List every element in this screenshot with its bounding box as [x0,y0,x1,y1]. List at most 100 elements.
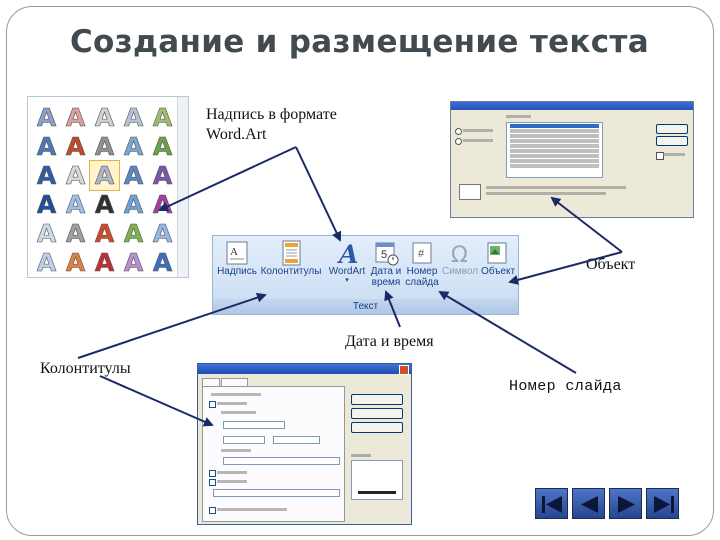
wordart-style-item[interactable]: A [123,103,144,133]
omega-icon: Ω [447,240,473,268]
header-footer-button[interactable]: Колонтитулы [259,240,323,277]
create-new-radio[interactable] [455,128,462,135]
ok-button[interactable] [656,124,688,134]
wordart-button[interactable]: A WordArt ▾ [325,240,369,285]
wordart-style-item[interactable]: A [36,161,57,191]
wordart-icon: A [334,240,360,269]
previous-slide-button[interactable] [572,488,605,519]
object-button[interactable]: Объект [479,240,517,277]
wordart-style-item[interactable]: A [94,103,115,133]
previous-slide-icon [581,496,598,513]
tab-notes[interactable] [221,378,249,387]
preview-box [351,460,403,500]
arrow-to-datetime-button [384,290,401,328]
wordart-style-item[interactable]: A [152,219,173,249]
dropdown-arrow-icon[interactable]: ▾ [345,277,349,284]
object-icon [485,240,511,266]
cancel-button[interactable] [656,136,688,146]
wordart-style-item[interactable]: A [94,219,115,249]
calendar-icon: 5 [373,240,399,266]
footer-checkbox[interactable] [209,479,216,486]
wordart-style-item[interactable]: A [36,190,57,220]
hide-title-checkbox[interactable] [209,507,216,514]
gallery-scrollbar[interactable] [177,97,188,277]
arrow-to-header-dialog [99,375,214,427]
wordart-style-item[interactable]: A [152,248,173,278]
svg-text:#: # [418,248,425,260]
slide-number-icon: # [409,240,435,266]
wordart-style-item[interactable]: A [94,190,115,220]
arrow-to-object-button [508,251,623,285]
wordart-style-item[interactable]: A [65,190,86,220]
wordart-style-item[interactable]: A [94,132,115,162]
wordart-style-item[interactable]: A [65,248,86,278]
wordart-style-item[interactable]: A [36,103,57,133]
wordart-style-item[interactable]: A [89,160,120,191]
next-slide-icon [618,496,635,513]
header-footer-icon [278,240,304,266]
close-icon[interactable] [399,365,409,375]
wordart-style-item[interactable]: A [152,103,173,133]
arrow-to-header-button [77,292,267,359]
wordart-style-item[interactable]: A [123,161,144,191]
arrow-to-gallery [158,146,297,212]
last-slide-button[interactable] [646,488,679,519]
wordart-style-item[interactable]: A [36,132,57,162]
slide-title: Создание и размещение текста [70,24,649,60]
display-as-icon-checkbox[interactable] [656,152,664,160]
date-time-checkbox[interactable] [209,401,216,408]
dialog-titlebar [198,364,411,374]
label-wordart: Надпись в формате [206,106,337,123]
wordart-style-item[interactable]: A [94,248,115,278]
calendar-select[interactable] [273,436,320,444]
ribbon-group-label: Текст [213,299,518,314]
arrow-to-slidenum-button [438,290,577,374]
slide-number-button[interactable]: # Номер слайда [403,240,441,288]
wordart-style-item[interactable]: A [152,161,173,191]
dialog-titlebar [451,102,693,110]
symbol-button[interactable]: Ω Символ [441,240,479,277]
wordart-style-item[interactable]: A [65,219,86,249]
wordart-style-item[interactable]: A [123,132,144,162]
object-type-list[interactable] [506,122,603,178]
wordart-style-item[interactable]: A [36,248,57,278]
slide-number-checkbox[interactable] [209,470,216,477]
date-format-select[interactable] [223,421,285,429]
label-datetime: Дата и время [345,333,434,350]
apply-button[interactable] [351,408,403,419]
wordart-style-item[interactable]: A [65,103,86,133]
date-time-button[interactable]: 5 Дата и время [369,240,403,288]
wordart-style-item[interactable]: A [123,219,144,249]
wordart-style-item[interactable]: A [152,132,173,162]
svg-text:A: A [230,246,238,258]
apply-all-button[interactable] [351,394,403,405]
wordart-style-item[interactable]: A [65,161,86,191]
header-footer-dialog [197,363,412,525]
first-slide-icon [542,496,562,513]
wordart-style-item[interactable]: A [123,190,144,220]
arrow-to-wordart-button [295,146,342,242]
svg-text:Ω: Ω [451,243,468,266]
fixed-date-field[interactable] [223,457,340,465]
language-select[interactable] [223,436,265,444]
tab-slide[interactable] [202,378,221,387]
arrow-to-object-dialog [550,196,623,253]
label-wordart-2: Word.Art [206,126,267,143]
svg-text:5: 5 [381,249,387,261]
wordart-style-item[interactable]: A [123,248,144,278]
svg-text:A: A [337,240,358,266]
dialog-panel [202,386,345,522]
create-from-file-radio[interactable] [455,138,462,145]
cancel-button[interactable] [351,422,403,433]
textbox-button[interactable]: A Надпись [215,240,259,277]
next-slide-button[interactable] [609,488,642,519]
footer-text-field[interactable] [213,489,340,497]
wordart-style-item[interactable]: A [36,219,57,249]
first-slide-button[interactable] [535,488,568,519]
label-slide-number: Номер слайда [509,378,622,395]
label-object: Объект [586,256,636,273]
wordart-style-item[interactable]: A [65,132,86,162]
last-slide-icon [654,496,674,513]
